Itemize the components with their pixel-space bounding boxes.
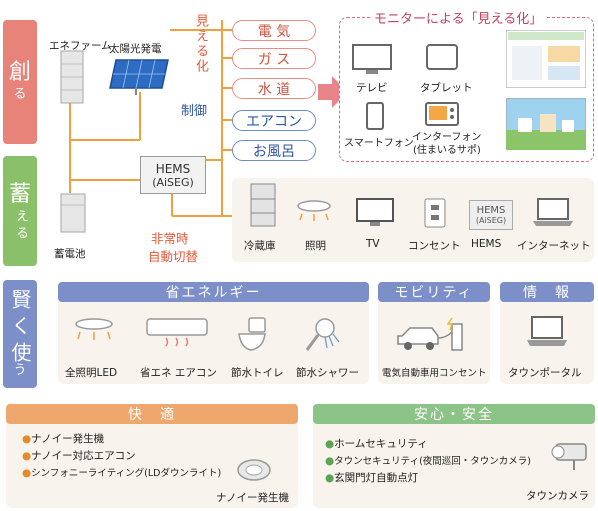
intercom-icon — [425, 102, 459, 126]
info-header: 情 報 — [500, 282, 594, 302]
enefarm-icon — [60, 50, 84, 104]
town-camera-icon — [551, 443, 587, 470]
side-label-use: 賢 く 使 う — [3, 280, 37, 388]
energy-shower-label: 節水シャワー — [296, 367, 359, 379]
shower-icon — [305, 318, 340, 351]
pill-gas: ガ ス — [232, 48, 316, 69]
safety-header: 安心・安全 — [313, 404, 595, 424]
nanoe-device-icon — [237, 459, 271, 481]
side-label-create-small: る — [13, 87, 27, 102]
appliance-panel — [232, 178, 594, 262]
monitor-screenshot-1 — [506, 30, 586, 88]
side-label-create: 創 る — [3, 20, 37, 144]
side-label-store: 蓄 え る — [3, 156, 37, 266]
pill-aircon: エアコン — [232, 110, 316, 131]
safety-bullet-2: ●タウンセキュリティ(夜間巡回・タウンカメラ) — [325, 455, 532, 467]
comfort-bullet-2: ●ナノイー対応エアコン — [22, 450, 136, 462]
appliance-internet-label: インターネット — [517, 240, 591, 252]
side-label-use-small: う — [13, 363, 27, 379]
smartphone-icon — [366, 102, 384, 130]
outlet-icon — [424, 198, 446, 228]
comfort-bullet-list: ●ナノイー発生機 ●ナノイー対応エアコン ●シンフォニーライティング(LDダウン… — [22, 431, 221, 482]
pill-electricity: 電 気 — [232, 20, 316, 41]
monitor-screenshot-2 — [506, 98, 586, 150]
battery-icon — [60, 193, 86, 233]
comfort-bullet-1: ●ナノイー発生機 — [22, 433, 105, 445]
mobility-ev-outlet-label: 電気自動車用コンセント — [382, 368, 487, 379]
appliance-light-label: 照明 — [305, 240, 326, 252]
tablet-icon — [426, 44, 458, 70]
led-light-icon — [75, 318, 113, 340]
side-label-store-big: 蓄 — [8, 181, 31, 207]
hems-box-title: HEMS — [155, 161, 191, 176]
side-label-use-big: 賢 く 使 — [8, 288, 32, 362]
hems-appliance-icon-line2: (AiSEG) — [475, 216, 507, 225]
aircon-icon — [146, 318, 208, 347]
laptop-icon — [533, 198, 573, 226]
monitor-intercom-sub-label: (住まいるサポ) — [413, 145, 481, 156]
monitor-tv-label: テレビ — [356, 82, 388, 94]
safety-bullet-3: ●玄関門灯自動点灯 — [325, 472, 419, 484]
hems-appliance-icon: HEMS (AiSEG) — [469, 200, 513, 230]
monitor-title: モニターによる「見える化」 — [370, 8, 547, 27]
control-label: 制御 — [181, 104, 208, 119]
comfort-nanoe-icon-label: ナノイー発生機 — [216, 492, 289, 504]
comfort-bullet-3: ●シンフォニーライティング(LDダウンライト) — [22, 467, 222, 479]
safety-camera-icon-label: タウンカメラ — [526, 490, 589, 502]
toilet-icon — [238, 317, 266, 351]
appliance-tv-label: TV — [366, 238, 380, 250]
tv-icon — [352, 44, 392, 74]
safety-bullet-1: ●ホームセキュリティ — [325, 438, 428, 450]
monitor-intercom-label: インターフォン — [412, 132, 482, 143]
appliance-hems-label: HEMS — [471, 238, 502, 250]
mobility-header: モビリティ — [378, 282, 490, 302]
comfort-header: 快 適 — [6, 404, 298, 424]
monitor-tablet-label: タブレット — [420, 82, 473, 94]
refrigerator-icon — [250, 183, 276, 227]
side-label-store-small: え る — [13, 208, 28, 240]
ev-car-icon — [397, 317, 463, 351]
town-portal-laptop-icon — [527, 316, 567, 346]
energy-saving-header: 省エネルギー — [58, 282, 369, 302]
energy-toilet-label: 節水トイレ — [231, 367, 284, 379]
appliance-refrigerator-label: 冷蔵庫 — [244, 240, 276, 252]
enefarm-label: エネファーム — [49, 40, 112, 52]
tv-appliance-icon — [356, 198, 394, 226]
visualize-label: 見える化 — [193, 14, 208, 74]
battery-label: 蓄電池 — [54, 248, 86, 260]
hems-appliance-icon-line1: HEMS — [476, 205, 506, 216]
monitor-smartphone-label: スマートフォン — [344, 138, 414, 149]
energy-led-label: 全照明LED — [65, 367, 118, 379]
pill-bath: お風呂 — [232, 140, 316, 161]
emergency-label-line2: 自動切替 — [148, 249, 199, 264]
arrow-to-monitor — [318, 76, 348, 108]
light-icon — [297, 200, 331, 221]
emergency-label-line1: 非常時 — [151, 231, 189, 246]
hems-box-subtitle: (AiSEG) — [152, 175, 194, 189]
pill-water: 水 道 — [232, 78, 316, 99]
hems-box: HEMS (AiSEG) — [140, 156, 206, 194]
safety-bullet-list: ●ホームセキュリティ ●タウンセキュリティ(夜間巡回・タウンカメラ) ●玄関門灯… — [325, 436, 531, 487]
energy-aircon-label: 省エネ エアコン — [140, 367, 217, 379]
appliance-outlet-label: コンセント — [408, 240, 461, 252]
side-label-create-big: 創 — [8, 60, 31, 85]
solar-panel-icon — [109, 59, 169, 95]
info-town-portal-label: タウンポータル — [508, 367, 582, 379]
solar-label: 太陽光発電 — [109, 43, 162, 55]
